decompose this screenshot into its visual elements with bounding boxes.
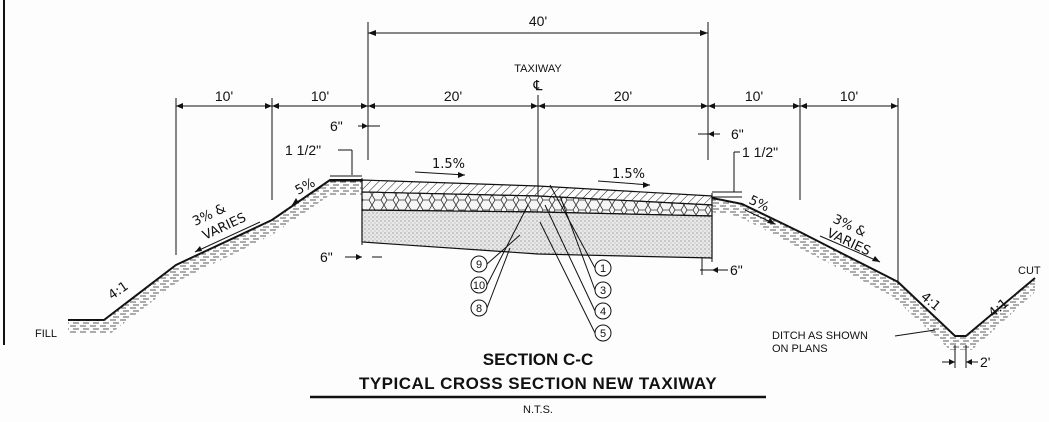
offset-6-top: 6" 6" (330, 118, 744, 142)
offset-6-bottom: 6" 6" (320, 249, 743, 278)
callout-4 (594, 302, 612, 320)
section-title: SECTION C-C (483, 350, 594, 369)
slope-left-pavement: 1.5% (432, 157, 465, 172)
dim-ditch-width: 2' (980, 354, 990, 370)
centerline-icon: ℄ (533, 77, 543, 93)
dimension-row: 10' 10' 20' 20' 10' 10' (175, 88, 899, 285)
dim-right-drop: 1 1/2" (742, 144, 778, 160)
ditch-note: DITCH AS SHOWN ON PLANS (772, 329, 936, 355)
callout-5-label: 5 (600, 328, 606, 340)
callout-5 (594, 324, 612, 342)
callout-4-label: 4 (600, 306, 606, 318)
callout-9-label: 9 (476, 259, 482, 271)
pavement-slopes: 1.5% 1.5% (414, 157, 651, 188)
drop-left: 1 1/2" (285, 142, 362, 182)
dim-bottom-left-offset: 6" (320, 249, 333, 265)
dimension-40: 40' (367, 13, 709, 160)
centerline-label: TAXIWAY (514, 63, 562, 75)
cut-label: CUT (1018, 265, 1041, 277)
scale-note: N.T.S. (523, 404, 553, 416)
ditch-label-2: ON PLANS (772, 343, 828, 355)
callout-10-label: 10 (473, 280, 485, 292)
subbase-course (361, 209, 713, 259)
callouts-left: 9 10 8 (470, 204, 529, 317)
dim-right-lane: 20' (614, 88, 632, 104)
dim-total-width: 40' (529, 13, 547, 29)
callout-1 (594, 259, 612, 277)
callout-10 (470, 276, 488, 294)
callout-8-label: 8 (476, 303, 482, 315)
callouts-right: 1 3 4 5 (539, 184, 612, 342)
ground-profile (68, 179, 1036, 350)
pavement-section (361, 178, 713, 262)
callout-3-label: 3 (600, 285, 606, 297)
ditch-dim: 2' (942, 345, 990, 370)
dim-top-left-offset: 6" (330, 118, 343, 134)
callout-1-label: 1 (600, 263, 606, 275)
callout-8 (470, 299, 488, 317)
main-title: TYPICAL CROSS SECTION NEW TAXIWAY (359, 374, 717, 393)
fill-label: FILL (35, 328, 57, 340)
dim-bottom-right-offset: 6" (730, 262, 743, 278)
callout-9 (470, 255, 488, 273)
dim-top-right-offset: 6" (731, 126, 744, 142)
drop-right: 1 1/2" (712, 144, 778, 198)
slope-right-pavement: 1.5% (612, 167, 645, 182)
dim-left-shoulder-inner: 10' (311, 88, 329, 104)
ditch-label-1: DITCH AS SHOWN (772, 330, 868, 342)
dim-right-shoulder-inner: 10' (745, 88, 763, 104)
callout-3 (594, 281, 612, 299)
dim-left-lane: 20' (444, 88, 462, 104)
dim-left-drop: 1 1/2" (285, 142, 321, 158)
slope-left-fill: 4:1 (106, 279, 132, 303)
dim-left-shoulder-outer: 10' (215, 88, 233, 104)
dim-right-shoulder-outer: 10' (840, 88, 858, 104)
